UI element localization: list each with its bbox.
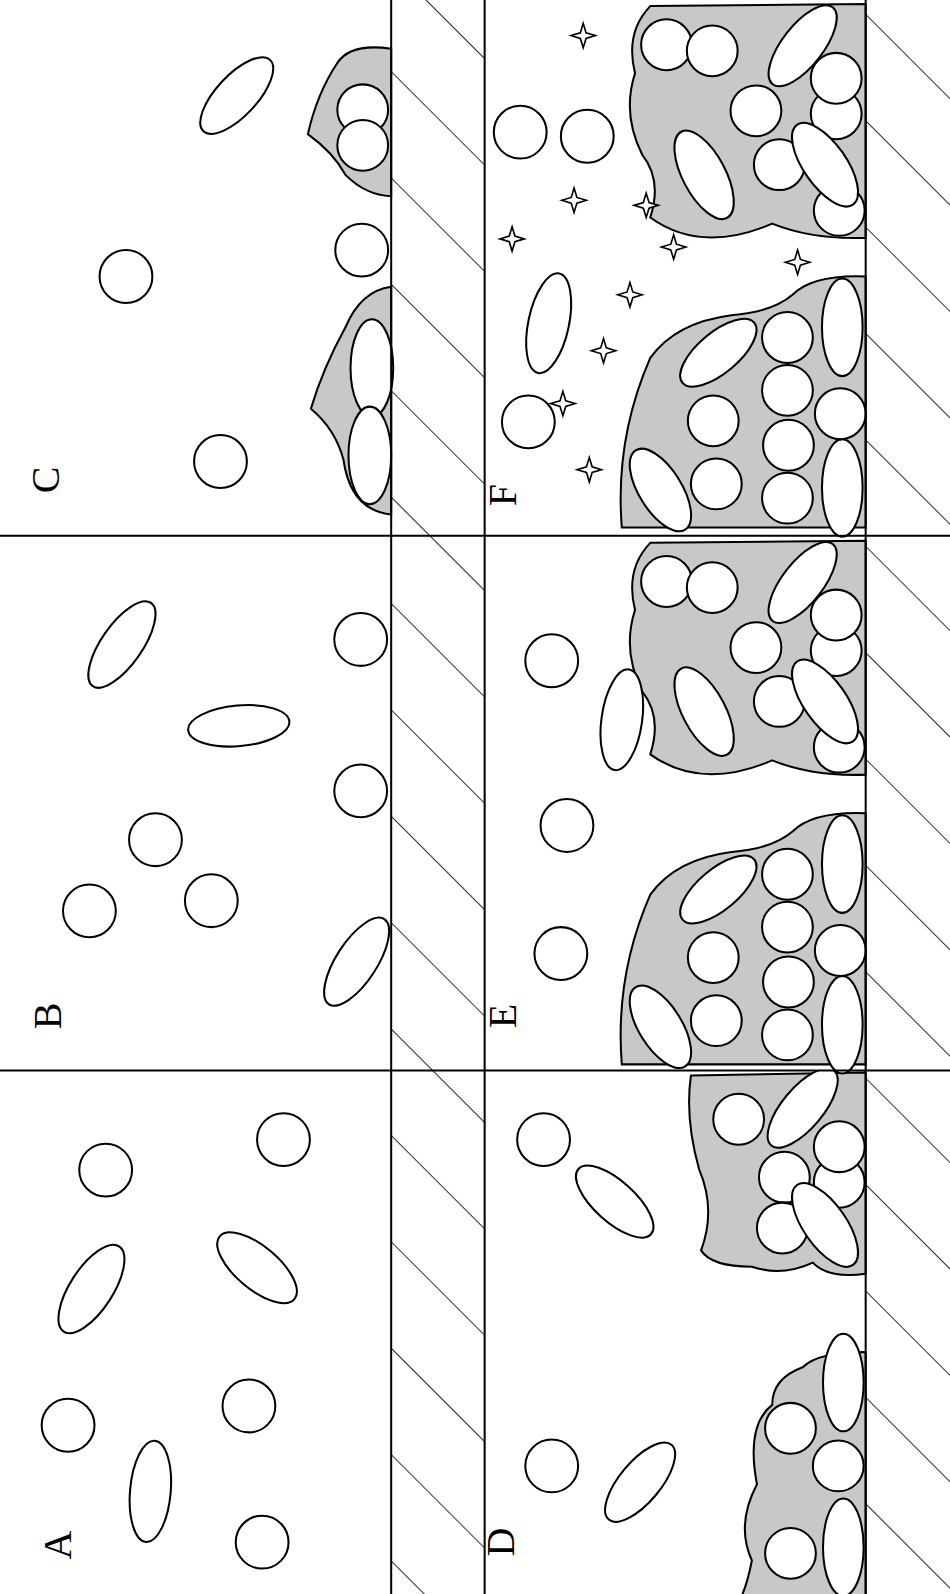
panel-f-cells	[494, 0, 871, 541]
panel-c-cells	[100, 46, 394, 514]
panel-letter: F	[483, 484, 523, 506]
panel-letter: D	[481, 1528, 521, 1557]
panel-e-cells	[525, 532, 870, 1078]
panel-b-cells	[63, 591, 401, 1015]
panel-a-cells	[42, 1113, 310, 1568]
panel-letter: A	[38, 1531, 78, 1560]
substrate-hatch	[866, 0, 950, 1594]
panel-letter: C	[26, 467, 66, 494]
panel-letter: E	[483, 1004, 523, 1028]
signal-stars	[500, 23, 810, 481]
panel-letter: B	[28, 1003, 68, 1030]
panel-d-cells	[517, 1070, 870, 1594]
substrate-hatch	[391, 0, 484, 1594]
